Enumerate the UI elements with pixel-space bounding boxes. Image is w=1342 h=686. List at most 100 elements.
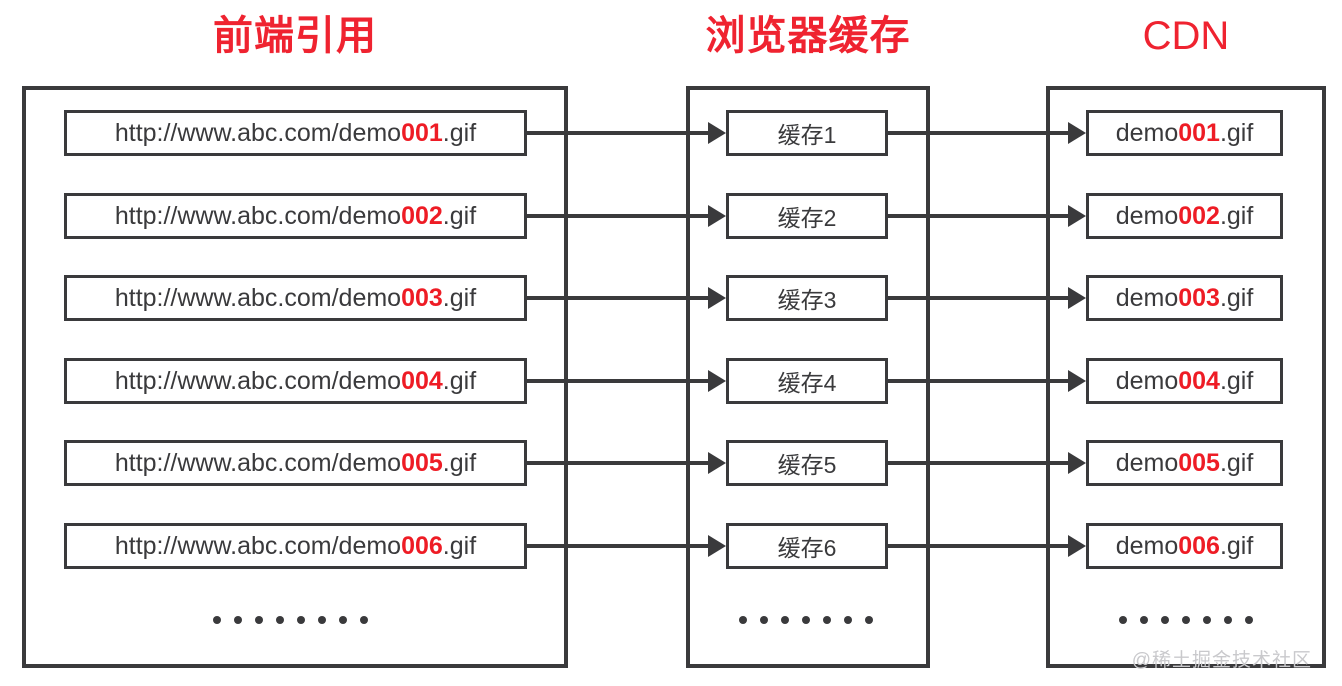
item-text-prefix: demo [1115,201,1179,230]
ellipsis-dot [1161,616,1169,624]
item-text-number: 001 [1178,118,1220,147]
ellipsis-dot [233,616,242,624]
item-text-number: 002 [1178,201,1220,230]
item-text-number: 003 [401,283,443,312]
item-box-browser-cache-4[interactable]: 缓存4 [726,358,888,404]
ellipsis-dot [275,616,284,624]
container-cdn [1046,86,1326,668]
item-text-number: 005 [1178,448,1220,477]
container-frontend [22,86,568,668]
connector-arrow-frontend-to-cache-4 [708,370,726,392]
connector-arrow-cache-to-cdn-2 [1068,205,1086,227]
item-text-number: 006 [1178,531,1220,560]
item-text-prefix: 缓存3 [777,287,837,313]
connector-line-frontend-to-cache-3 [527,296,708,300]
ellipsis-dot [359,616,368,624]
item-text-suffix: .gif [1219,448,1254,477]
item-text-prefix: 缓存1 [777,122,837,148]
ellipsis-dot [760,616,768,624]
ellipsis-dot [739,616,747,624]
ellipsis-browser-cache [739,616,873,624]
ellipsis-dot [823,616,831,624]
item-text-suffix: .gif [442,366,477,395]
item-text-prefix: demo [1115,531,1179,560]
item-text-suffix: .gif [1219,201,1254,230]
item-text-prefix: demo [1115,366,1179,395]
item-text-number: 002 [401,201,443,230]
connector-arrow-cache-to-cdn-4 [1068,370,1086,392]
item-text-number: 006 [401,531,443,560]
connector-line-frontend-to-cache-4 [527,379,708,383]
item-text-number: 004 [1178,366,1220,395]
item-text-prefix: http://www.abc.com/demo [114,118,402,147]
item-text-prefix: http://www.abc.com/demo [114,201,402,230]
item-text-suffix: .gif [442,118,477,147]
item-text-suffix: .gif [442,201,477,230]
item-text-prefix: http://www.abc.com/demo [114,448,402,477]
item-text-suffix: .gif [1219,366,1254,395]
item-text-prefix: demo [1115,118,1179,147]
ellipsis-dot [338,616,347,624]
connector-arrow-frontend-to-cache-6 [708,535,726,557]
ellipsis-dot [296,616,305,624]
connector-line-cache-to-cdn-4 [888,379,1068,383]
item-text-number: 005 [401,448,443,477]
connector-line-frontend-to-cache-2 [527,214,708,218]
item-box-browser-cache-6[interactable]: 缓存6 [726,523,888,569]
ellipsis-dot [1245,616,1253,624]
connector-line-cache-to-cdn-2 [888,214,1068,218]
container-browser-cache [686,86,930,668]
connector-arrow-cache-to-cdn-1 [1068,122,1086,144]
watermark-label: @稀土掘金技术社区 [1131,650,1312,671]
connector-arrow-cache-to-cdn-3 [1068,287,1086,309]
item-text-suffix: .gif [442,448,477,477]
item-text-suffix: .gif [1219,531,1254,560]
item-box-browser-cache-1[interactable]: 缓存1 [726,110,888,156]
connector-line-frontend-to-cache-5 [527,461,708,465]
connector-arrow-frontend-to-cache-1 [708,122,726,144]
connector-arrow-frontend-to-cache-2 [708,205,726,227]
ellipsis-dot [254,616,263,624]
item-text-prefix: 缓存6 [777,535,837,561]
item-text-prefix: 缓存4 [777,370,837,396]
connector-line-frontend-to-cache-1 [527,131,708,135]
ellipsis-dot [1182,616,1190,624]
item-text-number: 001 [401,118,443,147]
item-box-browser-cache-5[interactable]: 缓存5 [726,440,888,486]
item-text-prefix: http://www.abc.com/demo [114,366,402,395]
item-text-prefix: demo [1115,283,1179,312]
ellipsis-dot [1119,616,1127,624]
column-title-browser-cache: 浏览器缓存 [705,14,911,58]
item-text-suffix: .gif [1219,283,1254,312]
ellipsis-dot [1203,616,1211,624]
connector-line-cache-to-cdn-5 [888,461,1068,465]
item-text-suffix: .gif [442,531,477,560]
column-title-frontend: 前端引用 [213,14,377,58]
ellipsis-dot [844,616,852,624]
item-box-browser-cache-2[interactable]: 缓存2 [726,193,888,239]
item-text-prefix: 缓存5 [777,452,837,478]
item-box-browser-cache-3[interactable]: 缓存3 [726,275,888,321]
item-text-number: 004 [401,366,443,395]
item-text-prefix: http://www.abc.com/demo [114,531,402,560]
ellipsis-dot [1224,616,1232,624]
connector-line-cache-to-cdn-3 [888,296,1068,300]
connector-arrow-cache-to-cdn-6 [1068,535,1086,557]
ellipsis-dot [802,616,810,624]
item-text-prefix: 缓存2 [777,205,837,231]
item-text-suffix: .gif [442,283,477,312]
ellipsis-dot [865,616,873,624]
